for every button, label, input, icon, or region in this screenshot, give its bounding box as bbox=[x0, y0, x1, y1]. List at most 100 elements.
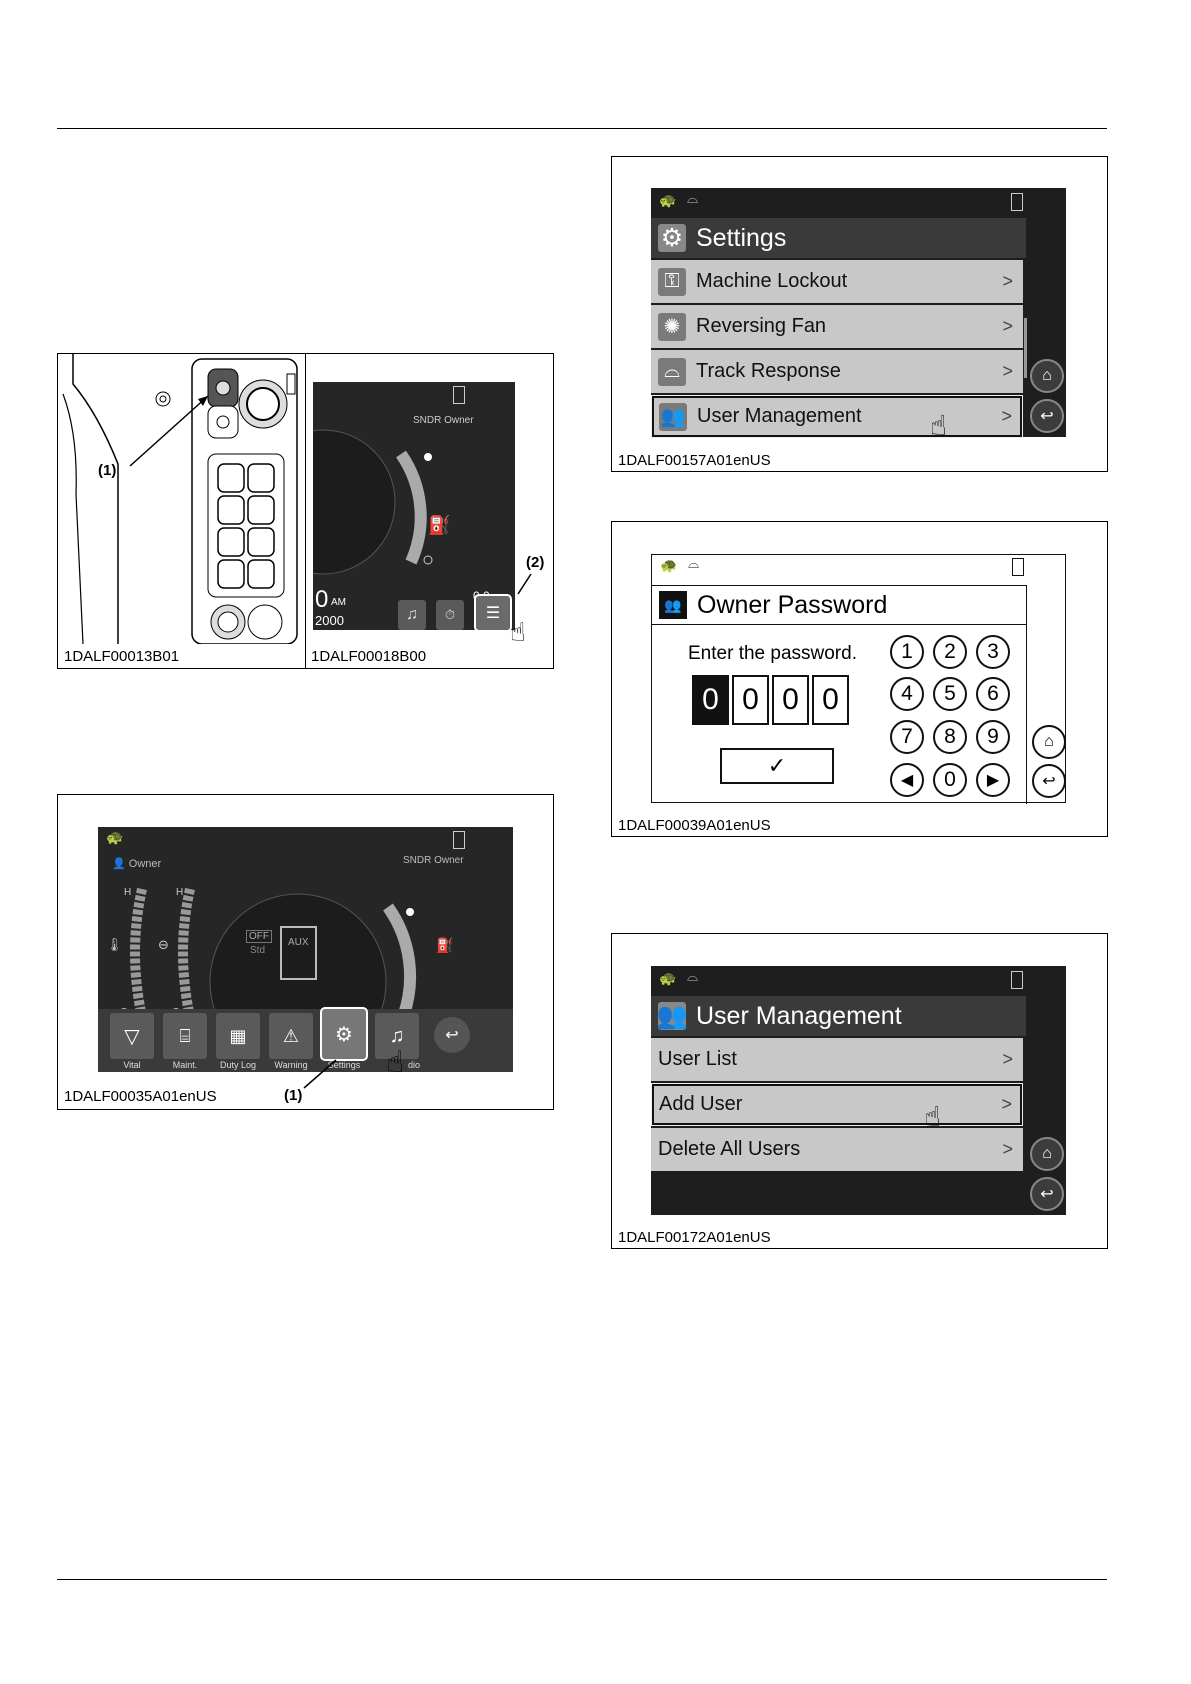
figure-caption: 1DALF00039A01enUS bbox=[618, 817, 771, 834]
confirm-button[interactable]: ✓ bbox=[720, 748, 834, 784]
figure-caption: 1DALF00172A01enUS bbox=[618, 1229, 771, 1246]
keypad-7[interactable]: 7 bbox=[890, 720, 924, 754]
home-screen-crop: ⛽ SNDR Owner 0.0 v 0 AM 2000 ♫ ⏱ ☰ bbox=[313, 382, 515, 632]
chevron-right-icon: > bbox=[1002, 1139, 1013, 1159]
track-status-icon: ⌓ bbox=[688, 555, 700, 571]
hand-pointer-icon: ☝ bbox=[510, 617, 526, 647]
chevron-right-icon: > bbox=[1002, 316, 1013, 336]
users-icon: 👥 bbox=[659, 591, 687, 619]
toolbar-label: Maint. bbox=[172, 1060, 198, 1070]
gauges bbox=[130, 887, 417, 1047]
top-rule bbox=[57, 128, 1107, 129]
figure-caption: 1DALF00013B01 bbox=[64, 648, 180, 665]
user-label: SNDR Owner bbox=[413, 415, 474, 426]
menu-item-machine-lockout[interactable]: ⚿ Machine Lockout > bbox=[651, 260, 1023, 303]
home-button[interactable]: ⌂ bbox=[1030, 359, 1064, 393]
menu-item-label: Add User bbox=[659, 1093, 743, 1115]
menu-item-user-list[interactable]: User List > bbox=[651, 1038, 1023, 1081]
user-left: 👤 Owner bbox=[112, 858, 162, 870]
keypad-0[interactable]: 0 bbox=[933, 763, 967, 797]
user-management-screen: 🐢 ⌓ 👥 User Management User List > Add Us… bbox=[651, 966, 1066, 1215]
back-button[interactable]: ↩ bbox=[434, 1017, 470, 1053]
menu-button[interactable]: ☰ bbox=[474, 594, 512, 632]
battery-icon bbox=[1012, 558, 1024, 576]
coolant-icon: 🌡 bbox=[106, 937, 123, 952]
password-digit[interactable]: 0 bbox=[772, 675, 809, 725]
gauge-h-1: H bbox=[124, 887, 132, 898]
toolbar-label: Warning bbox=[274, 1060, 308, 1070]
hand-pointer-icon: ☝ bbox=[386, 1046, 405, 1079]
figure-settings-menu: 🐢 ⌓ ⚙ Settings ⚿ Machine Lockout > ✺ Rev… bbox=[611, 156, 1108, 472]
keypad-1[interactable]: 1 bbox=[890, 635, 924, 669]
track-status-icon: ⌓ bbox=[687, 968, 699, 984]
scrollbar[interactable] bbox=[1024, 318, 1027, 378]
keypad-3[interactable]: 3 bbox=[976, 635, 1010, 669]
back-button[interactable]: ↩ bbox=[1030, 1177, 1064, 1211]
keypad-right-arrow[interactable]: ▶ bbox=[976, 763, 1010, 797]
vital-button[interactable]: ▽ bbox=[110, 1013, 154, 1059]
menu-item-add-user[interactable]: Add User > bbox=[651, 1083, 1023, 1126]
toolbar-label: dio bbox=[407, 1060, 420, 1070]
callout-2: (2) bbox=[526, 554, 545, 571]
callout-1: (1) bbox=[98, 462, 117, 479]
duty-log-button[interactable]: ▦ bbox=[216, 1013, 260, 1059]
menu-item-label: Machine Lockout bbox=[696, 270, 848, 292]
menu-item-label: Reversing Fan bbox=[696, 315, 827, 337]
password-digit[interactable]: 0 bbox=[732, 675, 769, 725]
menu-item-label: Track Response bbox=[696, 360, 841, 382]
keypad-6[interactable]: 6 bbox=[976, 677, 1010, 711]
menu-item-user-management[interactable]: 👥 User Management > bbox=[651, 395, 1023, 438]
menu-item-reversing-fan[interactable]: ✺ Reversing Fan > bbox=[651, 305, 1023, 348]
callout-1: (1) bbox=[284, 1087, 303, 1104]
password-digit[interactable]: 0 bbox=[692, 675, 729, 725]
toolbar-label: Settings bbox=[327, 1060, 361, 1070]
fuel-icon: ⛽ bbox=[436, 937, 454, 953]
home-button[interactable]: ⌂ bbox=[1030, 1137, 1064, 1171]
audio-button[interactable]: ♫ bbox=[375, 1013, 419, 1059]
chevron-right-icon: > bbox=[1002, 361, 1013, 381]
oil-icon: ⊖ bbox=[158, 937, 169, 952]
menu-item-track-response[interactable]: ⌓ Track Response > bbox=[651, 350, 1023, 393]
home-button[interactable]: ⌂ bbox=[1032, 725, 1066, 759]
password-screen: 🐢 ⌓ 👥 Owner Password Enter the password.… bbox=[651, 554, 1066, 804]
music-icon[interactable]: ♫ bbox=[398, 600, 426, 630]
figure-divider bbox=[305, 354, 306, 668]
figure-caption: 1DALF00157A01enUS bbox=[618, 452, 771, 469]
menu-item-label: User List bbox=[658, 1048, 737, 1070]
users-icon: 👥 bbox=[659, 402, 687, 431]
chevron-right-icon: > bbox=[1002, 271, 1013, 291]
settings-screen: 🐢 ⌓ ⚙ Settings ⚿ Machine Lockout > ✺ Rev… bbox=[651, 188, 1066, 438]
back-button[interactable]: ↩ bbox=[1030, 399, 1064, 433]
user-right: SNDR Owner bbox=[403, 855, 464, 866]
keypad-left-arrow[interactable]: ◀ bbox=[890, 763, 924, 797]
track-icon: ⌓ bbox=[658, 357, 686, 386]
users-icon: 👥 bbox=[656, 1001, 688, 1030]
track-status-icon: ⌓ bbox=[687, 190, 699, 206]
figure-caption: 1DALF00018B00 bbox=[311, 648, 427, 665]
settings-button[interactable]: ⚙ bbox=[320, 1007, 368, 1061]
clock-settings-icon[interactable]: ⏱ bbox=[436, 600, 464, 630]
keypad-8[interactable]: 8 bbox=[933, 720, 967, 754]
keypad-2[interactable]: 2 bbox=[933, 635, 967, 669]
keypad-4[interactable]: 4 bbox=[890, 677, 924, 711]
warning-button[interactable]: ⚠ bbox=[269, 1013, 313, 1059]
maint-button[interactable]: ⌸ bbox=[163, 1013, 207, 1059]
page-title: Owner Password bbox=[697, 590, 888, 619]
menu-item-delete-all-users[interactable]: Delete All Users > bbox=[651, 1128, 1023, 1171]
tortoise-icon: 🐢 bbox=[106, 829, 124, 845]
keypad-9[interactable]: 9 bbox=[976, 720, 1010, 754]
figure-console-and-screen: (1) 1DALF00013B01 ⛽ SNDR Owner 0.0 v 0 A… bbox=[57, 353, 554, 669]
user-left-label: Owner bbox=[128, 858, 162, 870]
password-digit[interactable]: 0 bbox=[812, 675, 849, 725]
toolbar: ▽ ⌸ ▦ ⚠ ⚙ ♫ ↩ Vital Maint. Duty Log Warn… bbox=[98, 1007, 513, 1072]
battery-icon bbox=[1011, 193, 1023, 211]
back-button[interactable]: ↩ bbox=[1032, 764, 1066, 798]
menu-item-label: Delete All Users bbox=[658, 1138, 801, 1160]
figure-owner-password: 🐢 ⌓ 👥 Owner Password Enter the password.… bbox=[611, 521, 1108, 837]
battery-icon bbox=[453, 386, 465, 404]
toolbar-label: Duty Log bbox=[219, 1060, 257, 1070]
page-title: Settings bbox=[696, 223, 787, 252]
console-illustration bbox=[62, 354, 298, 644]
figure-user-management: 🐢 ⌓ 👥 User Management User List > Add Us… bbox=[611, 933, 1108, 1249]
keypad-5[interactable]: 5 bbox=[933, 677, 967, 711]
